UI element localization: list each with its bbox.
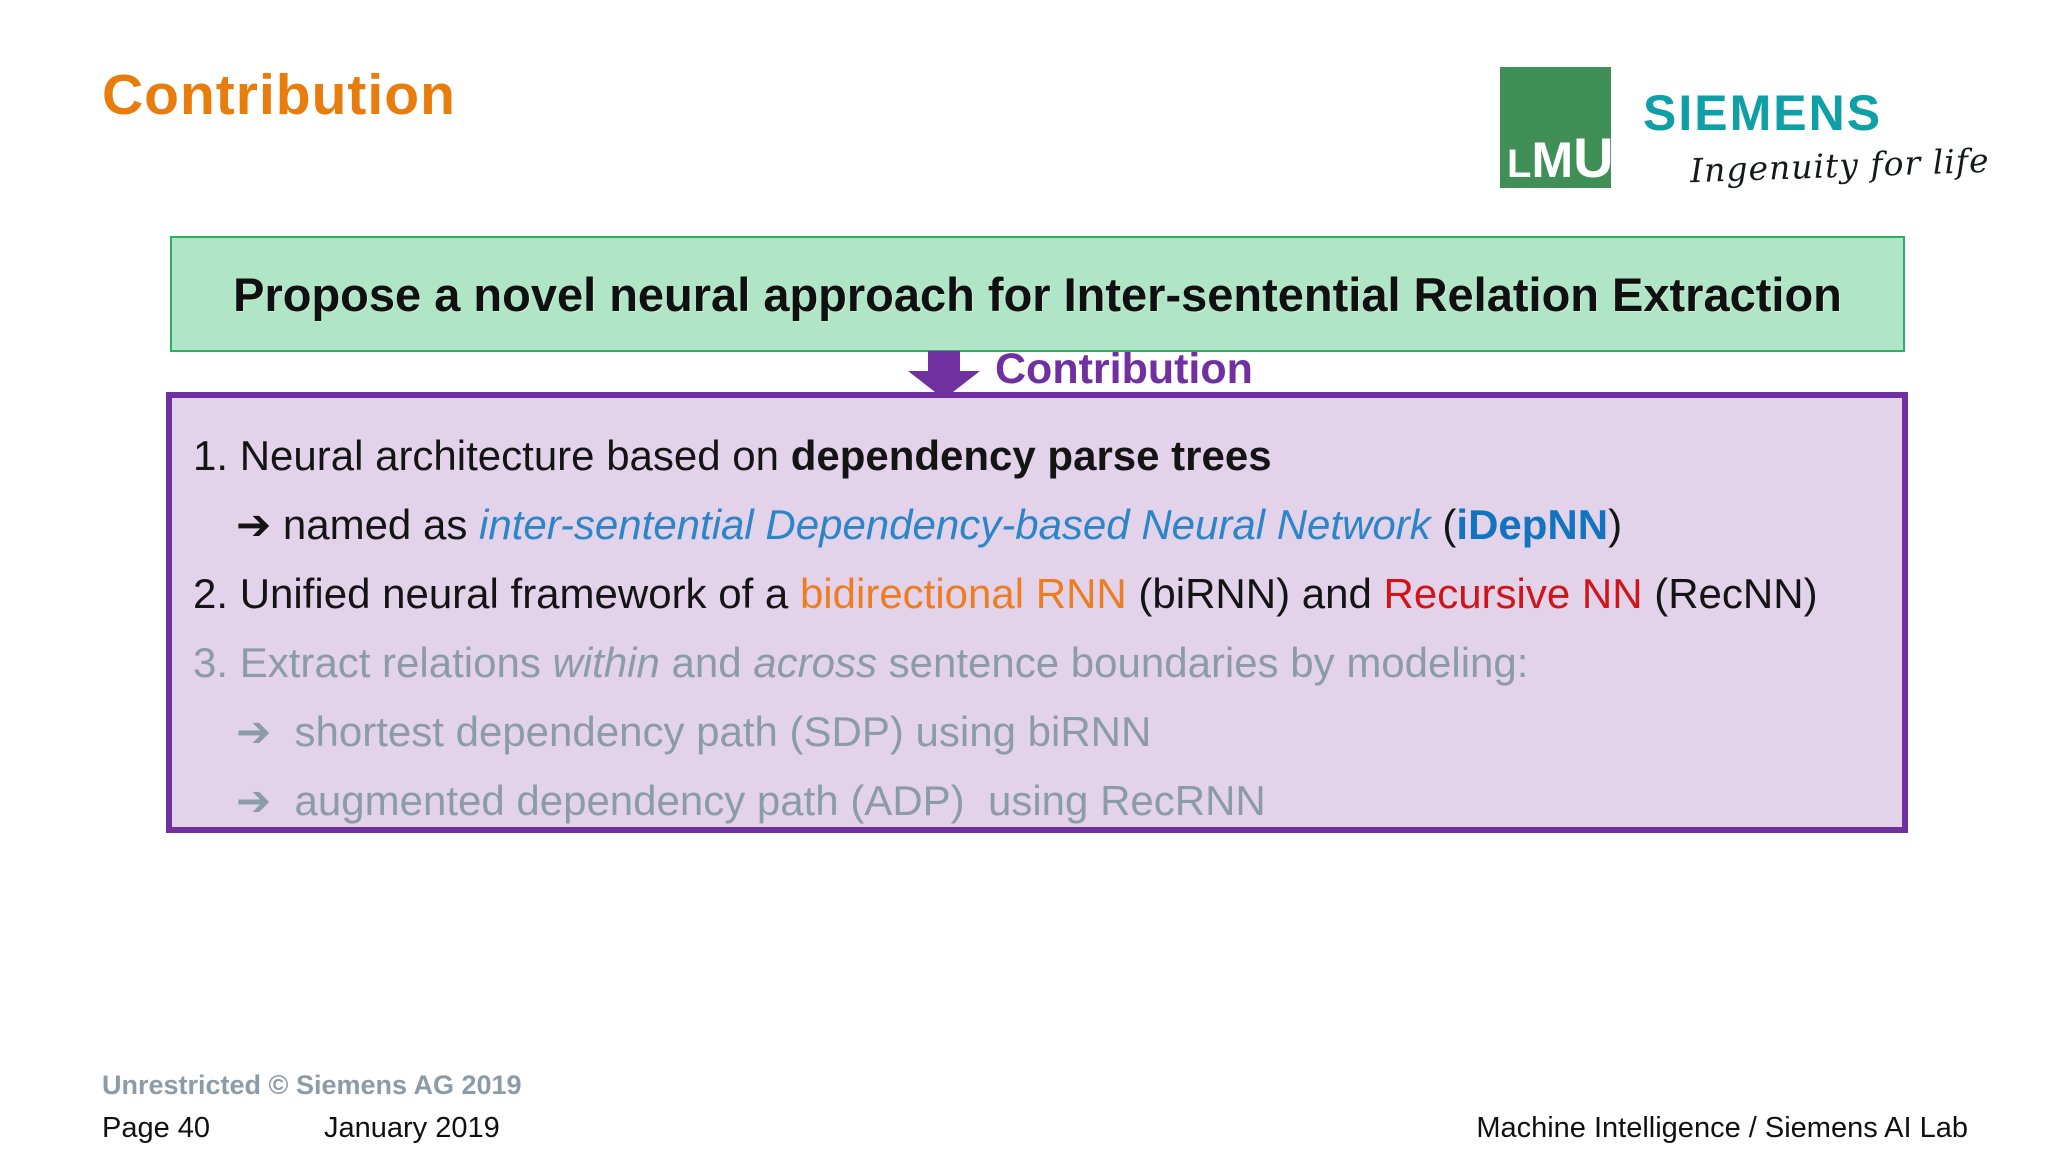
text-segment: Recursive NN: [1383, 570, 1643, 617]
list-item-3-sub-2: ➔ augmented dependency path (ADP) using …: [236, 766, 1886, 835]
text-segment: within: [552, 639, 660, 686]
callout-label: Contribution: [995, 345, 1253, 393]
arrow-right-icon: ➔: [236, 776, 272, 825]
list-item-3-sub-1: ➔ shortest dependency path (SDP) using b…: [236, 697, 1886, 766]
text-segment: shortest dependency path (SDP) using biR…: [271, 708, 1152, 755]
text-segment: iDepNN: [1456, 501, 1609, 548]
text-segment: inter-sentential Dependency-based Neural…: [479, 501, 1431, 548]
list-item-1: 1. Neural architecture based on dependen…: [193, 421, 1886, 490]
footer-page-number: Page 40: [102, 1112, 211, 1144]
text-segment: sentence boundaries by modeling:: [877, 639, 1529, 686]
list-item-2: 2. Unified neural framework of a bidirec…: [193, 559, 1886, 628]
text-segment: 2. Unified neural framework of a: [193, 570, 800, 617]
footer-classification: Unrestricted © Siemens AG 2019: [102, 1070, 522, 1100]
footer-date: January 2019: [324, 1112, 500, 1144]
arrow-down-icon: [908, 351, 980, 399]
text-segment: 3. Extract relations: [193, 639, 553, 686]
lmu-logo-letter: L: [1507, 141, 1532, 186]
text-segment: augmented dependency path (ADP) using Re…: [271, 777, 1266, 824]
text-segment: (RecNN): [1642, 570, 1818, 617]
arrow-right-icon: ➔: [236, 707, 272, 756]
text-segment: ): [1608, 501, 1623, 548]
banner-box: Propose a novel neural approach for Inte…: [170, 236, 1905, 352]
lmu-logo-letter: M: [1531, 132, 1574, 188]
contribution-box: 1. Neural architecture based on dependen…: [166, 392, 1908, 833]
text-segment: dependency parse trees: [790, 432, 1272, 479]
text-segment: named as: [271, 501, 479, 548]
footer-lab-name: Machine Intelligence / Siemens AI Lab: [1476, 1112, 1968, 1144]
text-segment: bidirectional RNN: [799, 570, 1127, 617]
text-segment: across: [753, 639, 877, 686]
text-segment: (biRNN) and: [1126, 570, 1384, 617]
text-segment: 1. Neural architecture based on: [193, 432, 791, 479]
text-segment: (: [1430, 501, 1457, 548]
banner-text: Propose a novel neural approach for Inte…: [233, 267, 1842, 321]
list-item-3: 3. Extract relations within and across s…: [193, 628, 1886, 697]
siemens-logo: SIEMENS: [1643, 85, 1883, 141]
arrow-right-icon: ➔: [236, 500, 272, 549]
text-segment: and: [659, 639, 754, 686]
list-item-1-sub: ➔ named as inter-sentential Dependency-b…: [236, 490, 1886, 559]
siemens-tagline: Ingenuity for life: [1689, 140, 1991, 191]
lmu-logo-letter: U: [1573, 126, 1614, 190]
page-title: Contribution: [102, 63, 456, 127]
